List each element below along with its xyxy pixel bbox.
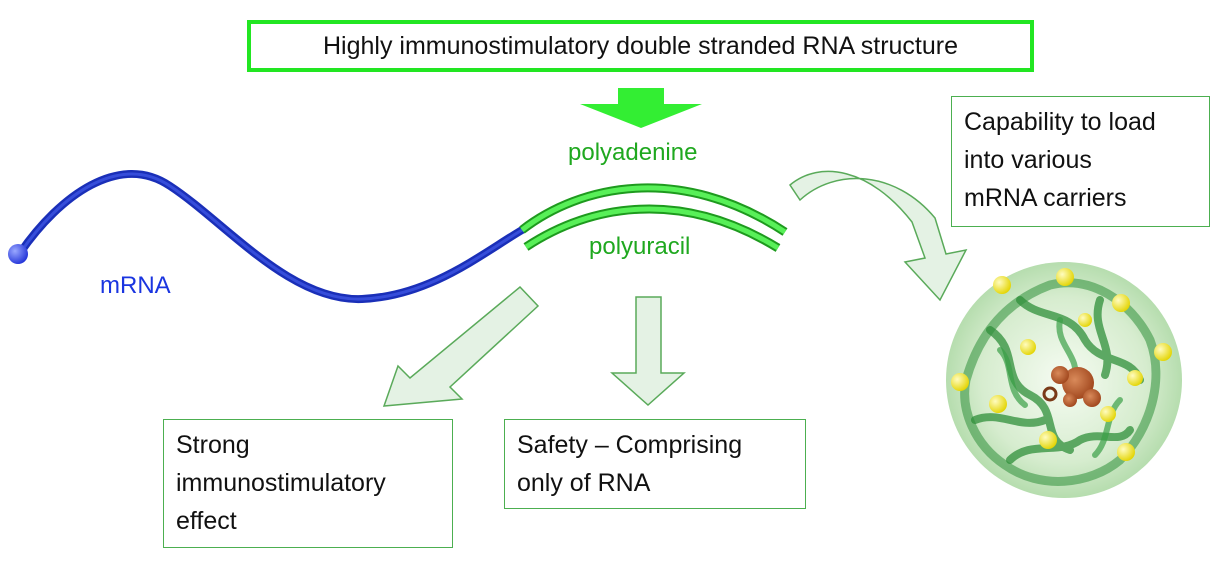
diagonal-arrow-strong [382,285,540,407]
polyadenine-label: polyadenine [568,139,698,166]
mrna-end-ball [8,244,28,264]
load-capability-box: Capability to load into various mRNA car… [951,96,1210,227]
load-line-1: Capability to load [964,108,1156,136]
title-box: Highly immunostimulatory double stranded… [247,20,1034,72]
mrna-label: mRNA [100,272,171,299]
title-text: Highly immunostimulatory double stranded… [323,31,958,60]
safety-line-2: only of RNA [517,469,651,497]
polyuracil-label: polyuracil [589,233,691,260]
safety-line-1: Safety – Comprising [517,431,743,459]
mrna-strand [16,170,526,304]
strong-line-2: immunostimulatory [176,469,386,497]
load-line-3: mRNA carriers [964,184,1127,212]
strong-line-1: Strong [176,431,250,459]
strong-line-3: effect [176,507,237,535]
down-arrow-main [580,88,702,128]
load-line-2: into various [964,146,1092,174]
nanoparticle-image [946,262,1182,498]
strong-effect-box: Strong immunostimulatory effect [163,419,453,548]
down-arrow-safety [610,296,686,407]
safety-box: Safety – Comprising only of RNA [504,419,806,509]
curved-arrow-load [789,170,968,302]
